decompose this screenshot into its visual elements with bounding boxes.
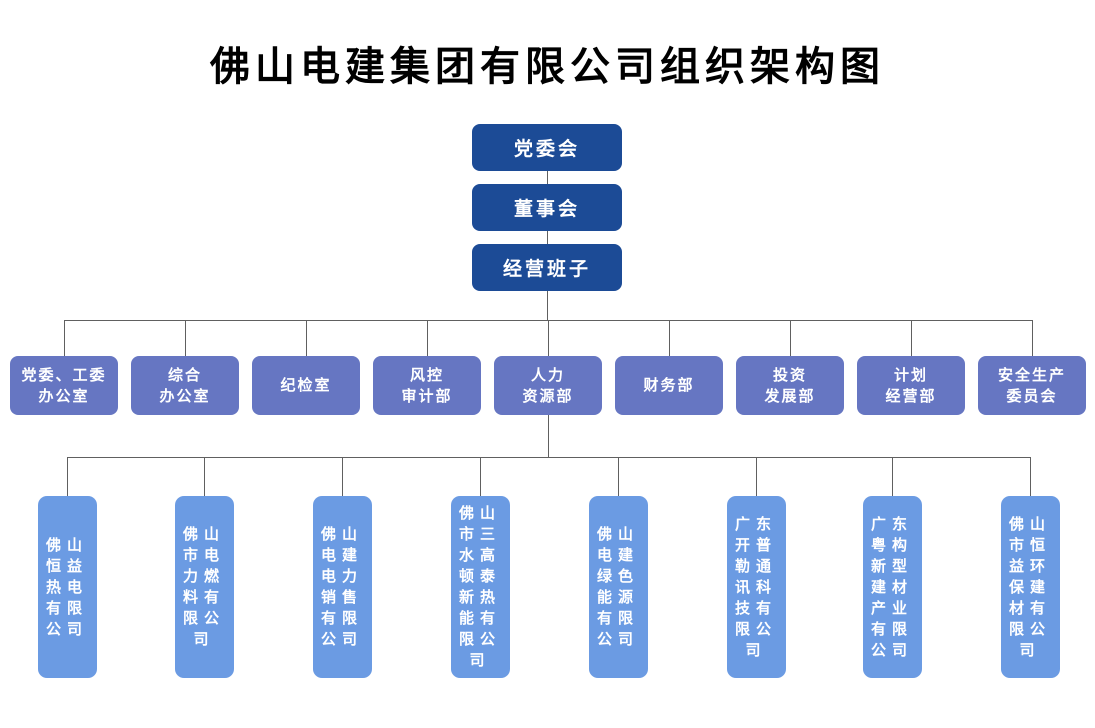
connector-vertical bbox=[756, 457, 757, 496]
connector-vertical bbox=[67, 457, 68, 496]
org-node-top-level: 董事会 bbox=[472, 184, 622, 231]
org-node-department: 人力 资源部 bbox=[494, 356, 602, 415]
org-node-subsidiary: 佛山电建绿色能源有限公司 bbox=[588, 496, 648, 678]
connector-bus bbox=[67, 457, 1031, 458]
org-node-top-level: 党委会 bbox=[472, 124, 622, 171]
org-node-subsidiary: 佛山市三水高顿泰新热能有限公司 bbox=[450, 496, 510, 678]
org-node-department: 财务部 bbox=[615, 356, 723, 415]
connector-vertical bbox=[185, 320, 186, 356]
connector-vertical bbox=[547, 291, 548, 320]
connector-vertical bbox=[911, 320, 912, 356]
connector-vertical bbox=[427, 320, 428, 356]
org-node-subsidiary: 广东粤构新型建材产业有限公司 bbox=[862, 496, 922, 678]
org-node-department: 安全生产 委员会 bbox=[978, 356, 1086, 415]
org-node-department: 计划 经营部 bbox=[857, 356, 965, 415]
connector-vertical bbox=[1032, 320, 1033, 356]
connector-vertical bbox=[548, 320, 549, 356]
connector-vertical bbox=[547, 231, 548, 244]
org-node-department: 纪检室 bbox=[252, 356, 360, 415]
org-node-department: 风控 审计部 bbox=[373, 356, 481, 415]
connector-vertical bbox=[548, 415, 549, 457]
org-node-department: 综合 办公室 bbox=[131, 356, 239, 415]
org-node-department: 投资 发展部 bbox=[736, 356, 844, 415]
org-node-subsidiary: 佛山恒益热电有限公司 bbox=[37, 496, 97, 678]
connector-vertical bbox=[204, 457, 205, 496]
connector-vertical bbox=[64, 320, 65, 356]
connector-vertical bbox=[342, 457, 343, 496]
connector-vertical bbox=[1030, 457, 1031, 496]
chart-title: 佛山电建集团有限公司组织架构图 bbox=[210, 45, 885, 89]
org-node-top-level: 经营班子 bbox=[472, 244, 622, 291]
connector-vertical bbox=[618, 457, 619, 496]
connector-vertical bbox=[480, 457, 481, 496]
org-node-subsidiary: 佛山市恒益环保建材有限公司 bbox=[1000, 496, 1060, 678]
connector-vertical bbox=[306, 320, 307, 356]
org-node-department: 党委、工委 办公室 bbox=[10, 356, 118, 415]
org-node-subsidiary: 佛山电建电力销售有限公司 bbox=[312, 496, 372, 678]
org-node-subsidiary: 广东开普勒通讯科技有限公司 bbox=[726, 496, 786, 678]
connector-vertical bbox=[790, 320, 791, 356]
connector-vertical bbox=[892, 457, 893, 496]
connector-vertical bbox=[669, 320, 670, 356]
connector-vertical bbox=[547, 171, 548, 184]
org-node-subsidiary: 佛山市电力燃料有限公司 bbox=[174, 496, 234, 678]
